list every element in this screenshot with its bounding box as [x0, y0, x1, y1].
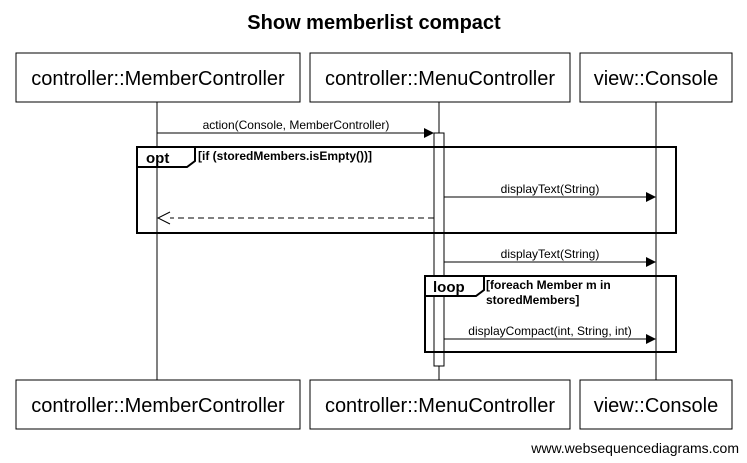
participant-label: controller::MenuController	[325, 395, 555, 417]
message-display-compact: displayCompact(int, String, int)	[444, 324, 656, 344]
fragment-keyword-opt: opt	[146, 150, 169, 167]
participant-console-top: view::Console	[579, 52, 733, 103]
fragment-guard-opt: [if (storedMembers.isEmpty())]	[198, 149, 372, 163]
participant-label: view::Console	[594, 68, 719, 90]
activation-bar-menu-controller	[433, 132, 445, 367]
message-display-text-1: displayText(String)	[444, 182, 656, 202]
participant-console-bottom: view::Console	[579, 379, 733, 430]
message-return	[156, 211, 434, 225]
watermark-text: www.websequencediagrams.com	[530, 440, 739, 456]
fragment-guard-loop-line2: storedMembers]	[486, 293, 579, 307]
fragment-loop: loop [foreach Member m in storedMembers]	[424, 275, 677, 353]
fragment-guard-loop-line1: [foreach Member m in	[486, 278, 611, 292]
participant-member-controller-top: controller::MemberController	[15, 52, 301, 103]
diagram-title: Show memberlist compact	[247, 12, 501, 34]
message-display-text-2: displayText(String)	[444, 247, 656, 267]
participant-label: controller::MemberController	[31, 68, 285, 90]
participant-label: view::Console	[594, 395, 719, 417]
participant-label: controller::MenuController	[325, 68, 555, 90]
participant-label: controller::MemberController	[31, 395, 285, 417]
participant-menu-controller-top: controller::MenuController	[309, 52, 571, 103]
message-action: action(Console, MemberController)	[157, 118, 434, 138]
message-label: displayText(String)	[501, 247, 600, 261]
participant-member-controller-bottom: controller::MemberController	[15, 379, 301, 430]
participant-menu-controller-bottom: controller::MenuController	[309, 379, 571, 430]
message-label: displayCompact(int, String, int)	[468, 324, 631, 338]
fragment-keyword-loop: loop	[433, 279, 465, 296]
fragment-opt: opt [if (storedMembers.isEmpty())]	[136, 146, 677, 234]
message-label: action(Console, MemberController)	[203, 118, 390, 132]
message-label: displayText(String)	[501, 182, 600, 196]
